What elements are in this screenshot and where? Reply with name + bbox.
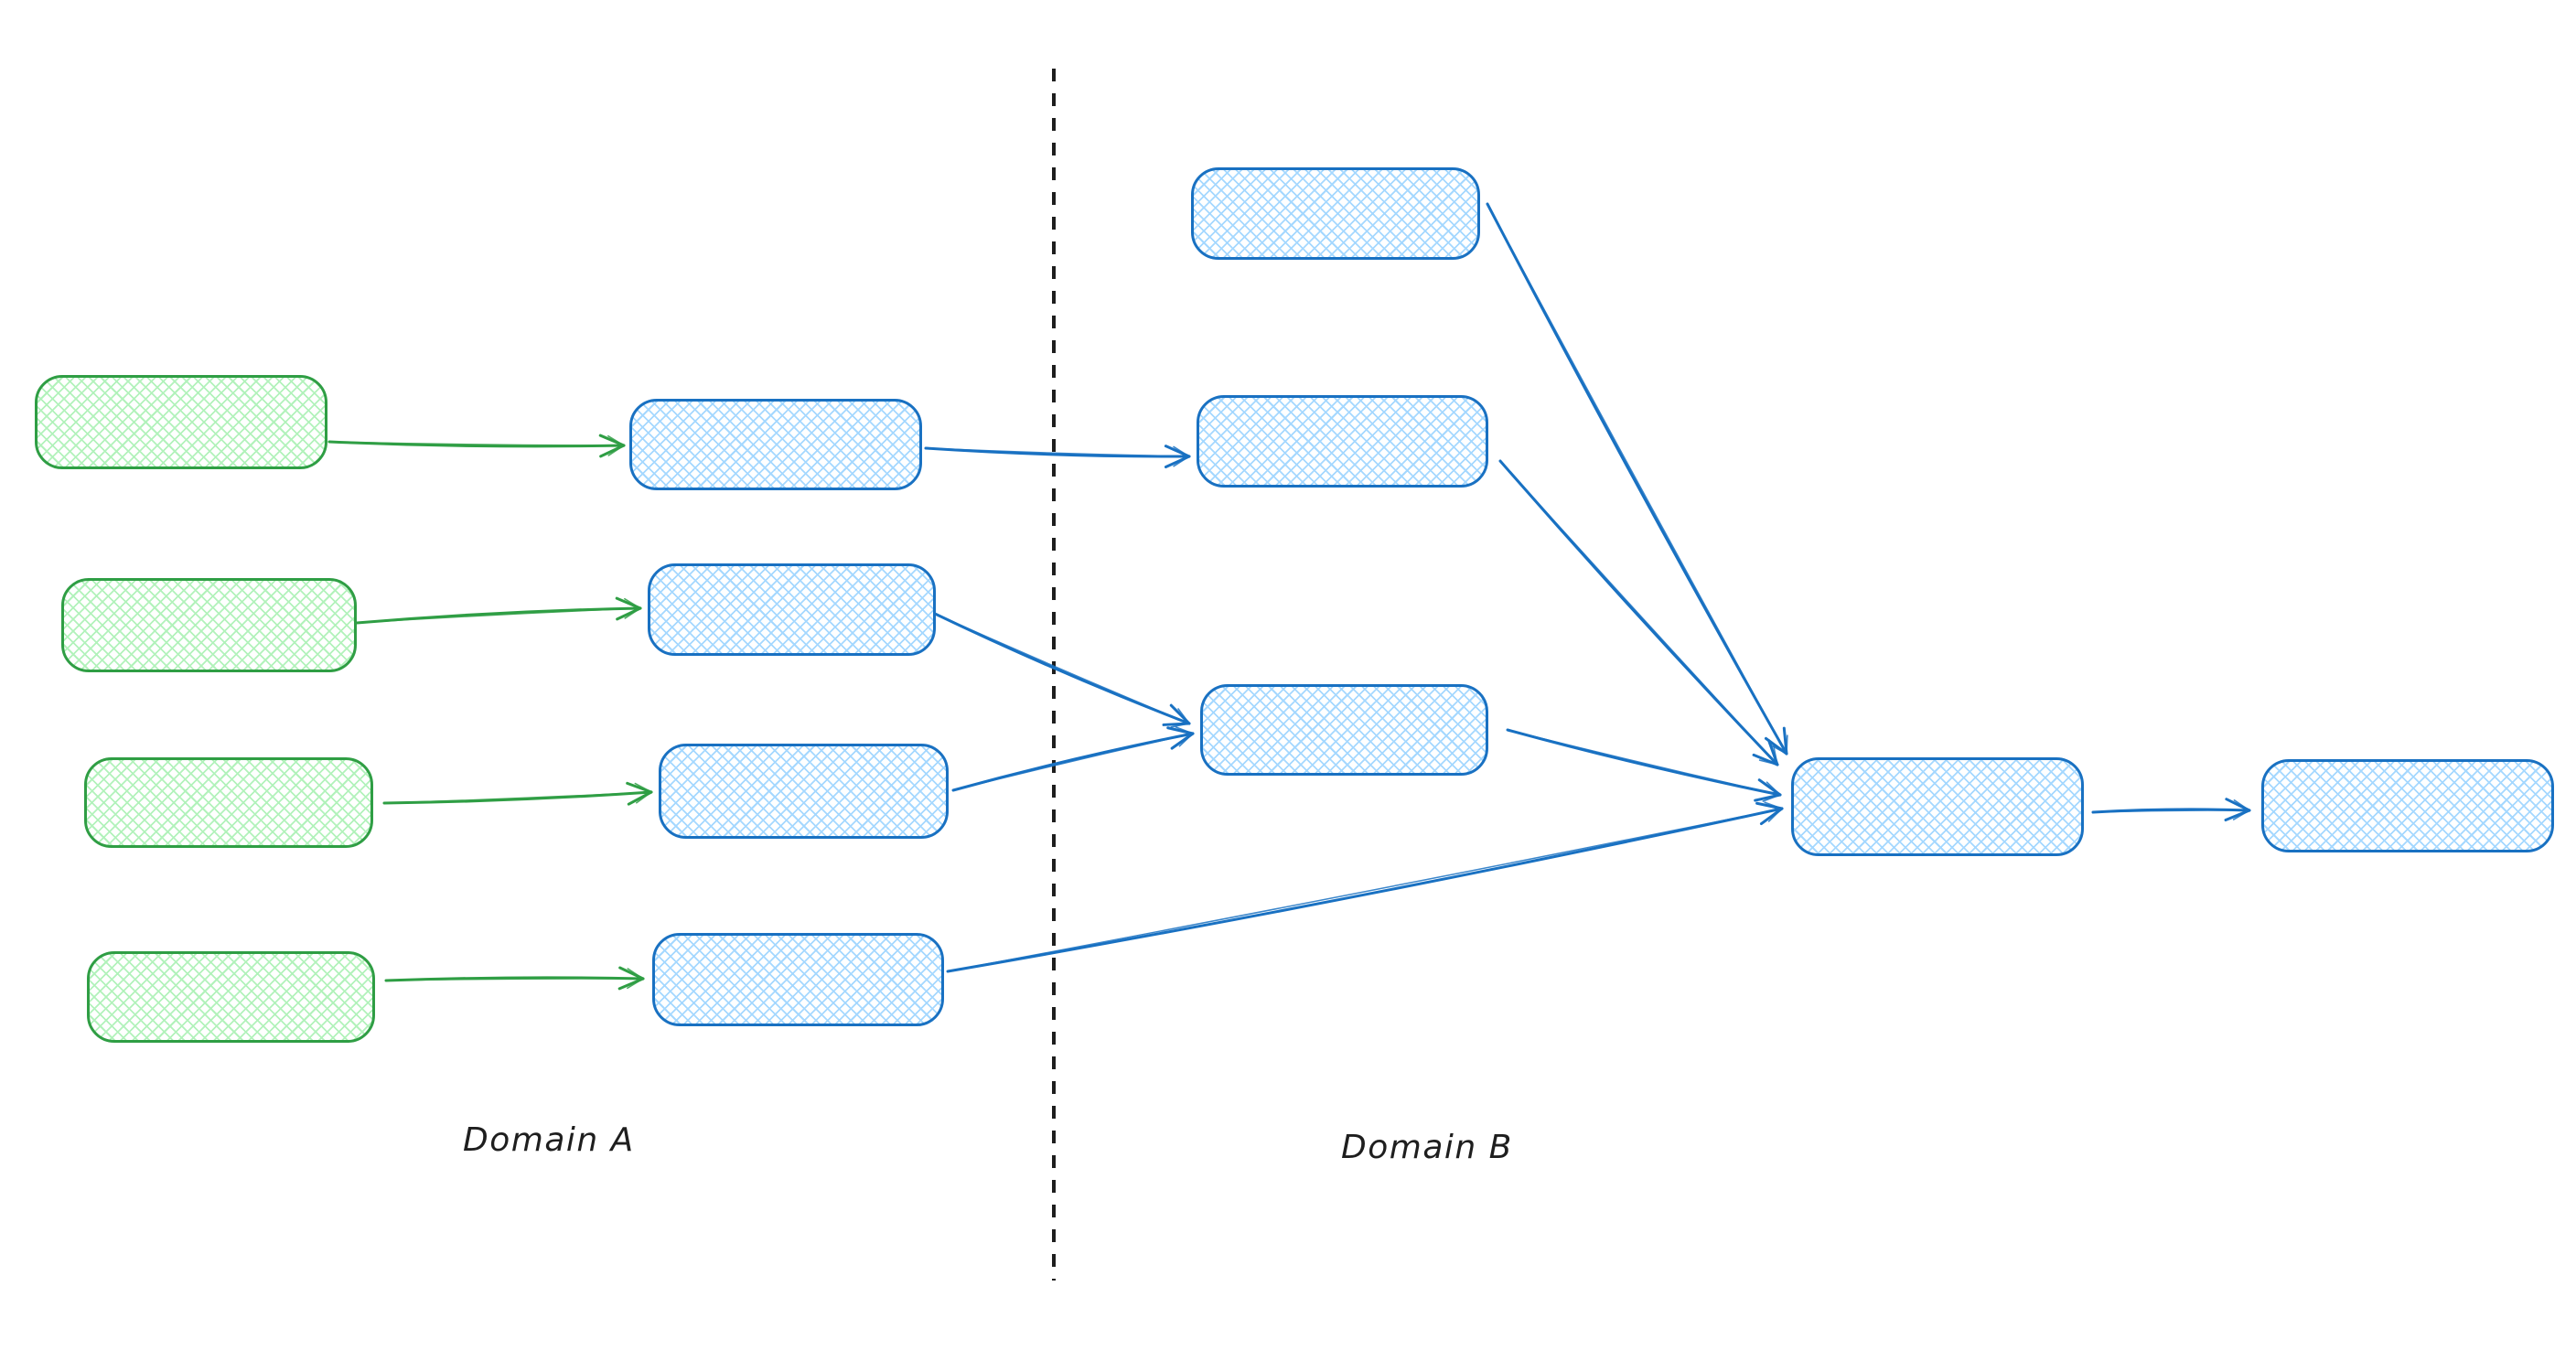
domain-b-label: Domain B [1341, 1129, 1513, 1166]
arrow-b3-to-hub [1506, 728, 1782, 802]
node-green-4[interactable] [87, 951, 375, 1043]
arrow-a2-to-b3 [931, 611, 1191, 728]
arrow-a3-to-b3 [951, 726, 1195, 792]
domain-a-label: Domain A [463, 1121, 635, 1159]
node-blue-hub[interactable] [1791, 757, 2084, 856]
arrow-hub-to-out [2091, 798, 2251, 822]
arrow-a4-to-hub [946, 801, 1784, 973]
node-green-2[interactable] [61, 578, 357, 672]
node-blue-a4[interactable] [652, 933, 944, 1026]
node-blue-a3[interactable] [659, 744, 949, 839]
node-blue-b3[interactable] [1200, 684, 1488, 776]
arrow-green3-to-a3 [382, 781, 653, 806]
arrow-green4-to-a4 [384, 966, 645, 991]
node-green-1[interactable] [35, 375, 327, 469]
arrow-green1-to-a1 [327, 434, 626, 458]
arrow-b2-to-hub [1498, 459, 1779, 766]
node-blue-b1[interactable] [1191, 167, 1480, 260]
arrow-a1-to-b2 [924, 445, 1191, 469]
node-blue-b2[interactable] [1197, 395, 1488, 488]
arrow-b1-to-hub [1486, 202, 1788, 756]
arrow-green2-to-a2 [355, 596, 642, 625]
node-blue-a2[interactable] [648, 563, 936, 656]
node-blue-out[interactable] [2261, 759, 2554, 852]
node-blue-a1[interactable] [629, 399, 922, 490]
node-green-3[interactable] [84, 757, 373, 848]
